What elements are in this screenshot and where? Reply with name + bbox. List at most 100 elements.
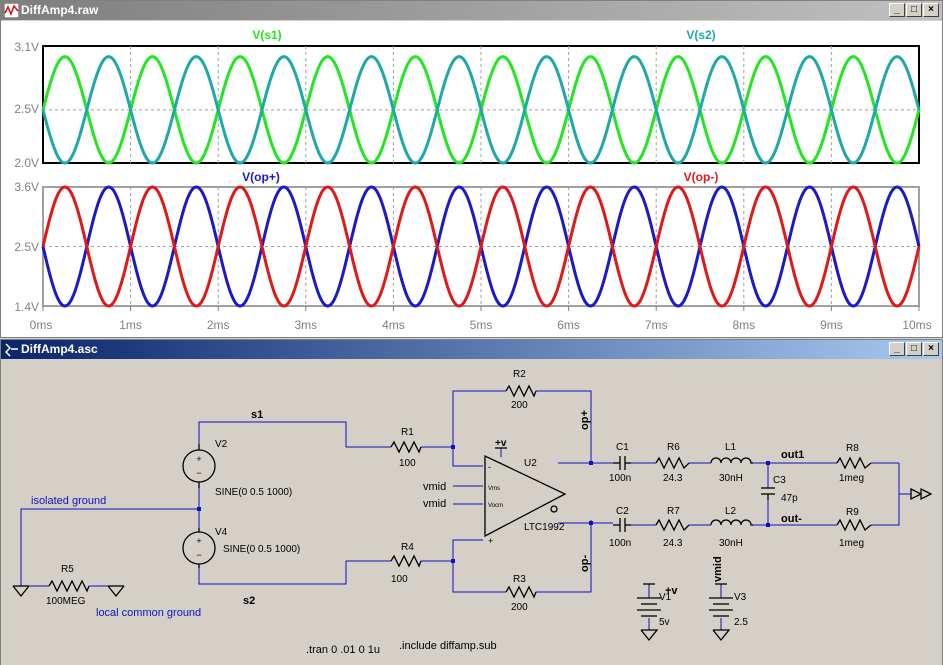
c3-value: 47p xyxy=(781,493,798,504)
x-tick-4: 4ms xyxy=(382,318,405,332)
capacitor-c1 xyxy=(613,456,631,470)
y-tick-top-mid: 2.5V xyxy=(14,102,39,116)
ground-isolated xyxy=(12,585,30,598)
r7-value: 24.3 xyxy=(663,538,683,549)
schematic-window: DiffAmp4.asc _ □ × xyxy=(0,339,943,665)
u2-pin-vocm: Vocm xyxy=(488,503,503,509)
trace-v-op[interactable] xyxy=(41,185,921,308)
schematic-canvas[interactable]: +− +− s1 s2 op+ o xyxy=(1,360,942,665)
l2-designator: L2 xyxy=(725,506,737,517)
schematic-window-title: DiffAmp4.asc xyxy=(21,342,98,356)
y-tick-bottom-max: 3.6V xyxy=(14,180,39,194)
u2-supply-label: +v xyxy=(495,438,507,449)
local-common-ground-label: local common ground xyxy=(96,607,201,619)
y-tick-bottom-min: 1.4V xyxy=(14,300,39,314)
u2-part: LTC1992 xyxy=(524,522,565,533)
svg-text:+: + xyxy=(196,454,201,464)
r9-designator: R9 xyxy=(846,507,859,518)
legend-v-s2[interactable]: V(s2) xyxy=(686,28,715,42)
schematic-minimize-button[interactable]: _ xyxy=(889,342,905,356)
minimize-button[interactable]: _ xyxy=(889,3,905,17)
close-button[interactable]: × xyxy=(923,3,939,17)
resistor-r9 xyxy=(836,518,872,532)
l1-designator: L1 xyxy=(725,442,737,453)
plot-pane-top[interactable]: V(s1) V(s2) 3.1V 2.5V 2.0V xyxy=(14,28,921,170)
ground-v1 xyxy=(640,629,659,642)
x-tick-2: 2ms xyxy=(207,318,230,332)
net-label-s2: s2 xyxy=(243,595,255,607)
c3-designator: C3 xyxy=(773,475,786,486)
r8-value: 1meg xyxy=(839,473,864,484)
net-label-op-minus: op- xyxy=(579,555,591,572)
maximize-button[interactable]: □ xyxy=(906,3,922,17)
c2-designator: C2 xyxy=(616,506,629,517)
v3-value: 2.5 xyxy=(734,617,748,628)
l2-value: 30nH xyxy=(719,538,743,549)
r6-value: 24.3 xyxy=(663,473,683,484)
voltage-source-v2: +− xyxy=(182,444,216,488)
schematic-titlebar[interactable]: DiffAmp4.asc _ □ × xyxy=(1,340,942,359)
x-tick-10: 10ms xyxy=(902,318,931,332)
r5-value: 100MEG xyxy=(46,596,86,607)
c1-value: 100n xyxy=(609,473,631,484)
x-tick-3: 3ms xyxy=(294,318,317,332)
resistor-r2 xyxy=(505,384,537,398)
r1-designator: R1 xyxy=(401,427,414,438)
c2-value: 100n xyxy=(609,538,631,549)
x-tick-0: 0ms xyxy=(30,318,53,332)
tran-directive[interactable]: .tran 0 .01 0 1u xyxy=(306,644,380,656)
r2-value: 200 xyxy=(511,400,528,411)
resistor-r5 xyxy=(48,579,90,593)
legend-v-op-minus[interactable]: V(op-) xyxy=(684,170,719,184)
battery-v1 xyxy=(637,597,661,617)
waveform-titlebar[interactable]: DiffAmp4.raw _ □ × xyxy=(1,1,942,20)
svg-text:+: + xyxy=(196,536,201,546)
capacitor-c3 xyxy=(761,487,775,500)
trace-v-s2[interactable] xyxy=(41,55,921,165)
waveform-app-icon xyxy=(4,3,19,18)
capacitor-c2 xyxy=(613,518,631,532)
net-label-vmid-a: vmid xyxy=(423,481,446,493)
resistor-r8 xyxy=(836,456,872,470)
include-directive[interactable]: .include diffamp.sub xyxy=(399,640,497,652)
r8-designator: R8 xyxy=(846,443,859,454)
waveform-window-title: DiffAmp4.raw xyxy=(21,3,99,17)
schematic-maximize-button[interactable]: □ xyxy=(906,342,922,356)
v4-value: SINE(0 0.5 1000) xyxy=(223,544,300,555)
components: +− +− xyxy=(12,384,933,642)
x-tick-8: 8ms xyxy=(732,318,755,332)
r3-designator: R3 xyxy=(513,574,526,585)
waveform-plot-canvas[interactable]: V(s1) V(s2) 3.1V 2.5V 2.0V V(op+) V(op-)… xyxy=(1,21,942,337)
r3-value: 200 xyxy=(511,602,528,613)
x-tick-7: 7ms xyxy=(645,318,668,332)
inductor-l2 xyxy=(710,519,753,526)
x-tick-6: 6ms xyxy=(557,318,580,332)
legend-v-op-plus[interactable]: V(op+) xyxy=(242,170,280,184)
v1-flag-label: +v xyxy=(665,585,678,597)
r5-designator: R5 xyxy=(61,564,74,575)
r9-value: 1meg xyxy=(839,538,864,549)
net-label-s1: s1 xyxy=(251,409,263,421)
l1-value: 30nH xyxy=(719,473,743,484)
v2-designator: V2 xyxy=(215,439,228,450)
legend-v-s1[interactable]: V(s1) xyxy=(252,28,281,42)
resistor-r3 xyxy=(505,585,537,599)
u2-pin-vms: Vms xyxy=(488,486,500,492)
net-label-out-minus: out- xyxy=(781,513,802,525)
v4-designator: V4 xyxy=(215,527,228,538)
resistor-r4 xyxy=(390,554,422,568)
plot-pane-bottom[interactable]: V(op+) V(op-) 3.6V 2.5V 1.4V xyxy=(14,170,921,314)
resistor-r1 xyxy=(390,440,422,454)
svg-text:−: − xyxy=(196,550,201,560)
r4-value: 100 xyxy=(391,574,408,585)
net-label-vmid-b: vmid xyxy=(423,498,446,510)
resistor-r6 xyxy=(655,456,690,470)
schematic-close-button[interactable]: × xyxy=(923,342,939,356)
v3-designator: V3 xyxy=(734,592,747,603)
r1-value: 100 xyxy=(399,458,416,469)
inductor-l1 xyxy=(710,457,753,464)
resistor-r7 xyxy=(655,518,690,532)
v1-designator: V1 xyxy=(659,592,672,603)
v1-value: 5v xyxy=(659,617,670,628)
ground-v3 xyxy=(712,629,731,642)
